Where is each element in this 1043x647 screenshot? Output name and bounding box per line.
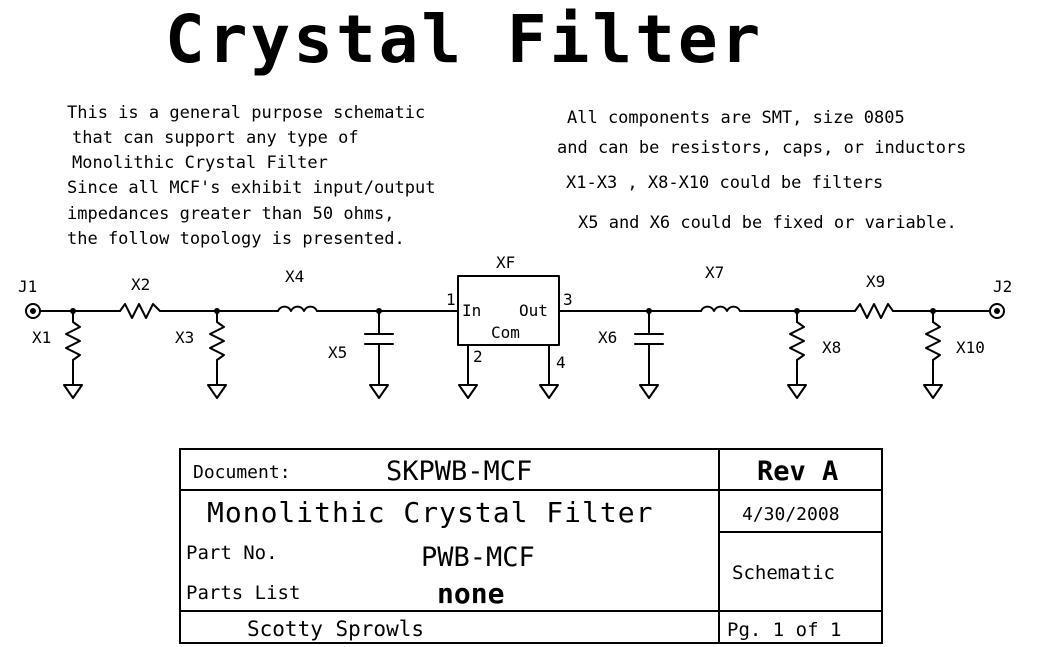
junction-dot <box>646 308 652 314</box>
document-number: SKPWB-MCF <box>386 456 532 487</box>
label-xf: XF <box>496 253 515 272</box>
label-x4: X4 <box>285 267 304 286</box>
label-x5: X5 <box>328 343 347 362</box>
label-x8: X8 <box>822 338 841 357</box>
date: 4/30/2008 <box>742 504 840 525</box>
ground-x3 <box>207 384 227 399</box>
note-left-6: the follow topology is presented. <box>67 229 405 249</box>
document-label: Document: <box>193 462 291 483</box>
junction-dot <box>214 308 220 314</box>
ground-x10 <box>923 384 943 399</box>
label-x10: X10 <box>956 338 985 357</box>
ground-x6 <box>639 384 659 399</box>
sheet-type: Schematic <box>732 562 835 584</box>
connector-j1 <box>25 303 41 319</box>
junction-dot <box>794 308 800 314</box>
label-pin3: 3 <box>563 290 573 309</box>
title-block <box>179 448 883 644</box>
label-j1: J1 <box>18 277 37 296</box>
ground-pin4 <box>539 384 559 399</box>
note-left-2: that can support any type of <box>72 128 359 148</box>
page-number: Pg. 1 of 1 <box>727 619 841 641</box>
label-pin2: 2 <box>473 347 483 366</box>
note-right-3: X1-X3 , X8-X10 could be filters <box>566 173 884 193</box>
label-x7: X7 <box>705 263 724 282</box>
note-left-3: Monolithic Crystal Filter <box>72 153 328 173</box>
label-xf-com: Com <box>491 323 520 342</box>
label-x6: X6 <box>598 328 617 347</box>
resistor-x2 <box>119 303 161 319</box>
label-x9: X9 <box>866 272 885 291</box>
label-xf-in: In <box>462 301 481 320</box>
part-no: PWB-MCF <box>421 542 535 573</box>
label-j2: J2 <box>993 277 1012 296</box>
resistor-x1 <box>65 321 81 361</box>
note-right-2: and can be resistors, caps, or inductors <box>557 138 967 158</box>
junction-dot <box>70 308 76 314</box>
ground-pin2 <box>458 384 478 399</box>
resistor-x3 <box>209 321 225 361</box>
resistor-x10 <box>925 321 941 361</box>
ground-x5 <box>369 384 389 399</box>
note-left-5: impedances greater than 50 ohms, <box>67 204 395 224</box>
label-x3: X3 <box>175 328 194 347</box>
label-x2: X2 <box>131 275 150 294</box>
part-no-label: Part No. <box>186 542 278 564</box>
ground-x8 <box>787 384 807 399</box>
resistor-x8 <box>789 321 805 361</box>
author: Scotty Sprowls <box>247 617 424 641</box>
page-title: Crystal Filter <box>165 1 764 78</box>
label-pin1: 1 <box>446 290 456 309</box>
junction-dot <box>376 308 382 314</box>
note-right-4: X5 and X6 could be fixed or variable. <box>578 213 957 233</box>
label-x1: X1 <box>32 328 51 347</box>
revision: Rev A <box>757 456 838 487</box>
connector-j2 <box>989 303 1005 319</box>
label-pin4: 4 <box>556 353 566 372</box>
inductor-x7 <box>700 305 741 312</box>
ground-x1 <box>63 384 83 399</box>
description: Monolithic Crystal Filter <box>207 496 653 529</box>
note-left-4: Since all MCF's exhibit input/output <box>67 178 436 198</box>
note-right-1: All components are SMT, size 0805 <box>567 108 905 128</box>
parts-list: none <box>437 577 504 610</box>
note-left-1: This is a general purpose schematic <box>67 103 426 123</box>
inductor-x4 <box>277 305 318 312</box>
parts-list-label: Parts List <box>186 582 300 604</box>
label-xf-out: Out <box>519 301 548 320</box>
resistor-x9 <box>854 303 894 319</box>
junction-dot <box>930 308 936 314</box>
